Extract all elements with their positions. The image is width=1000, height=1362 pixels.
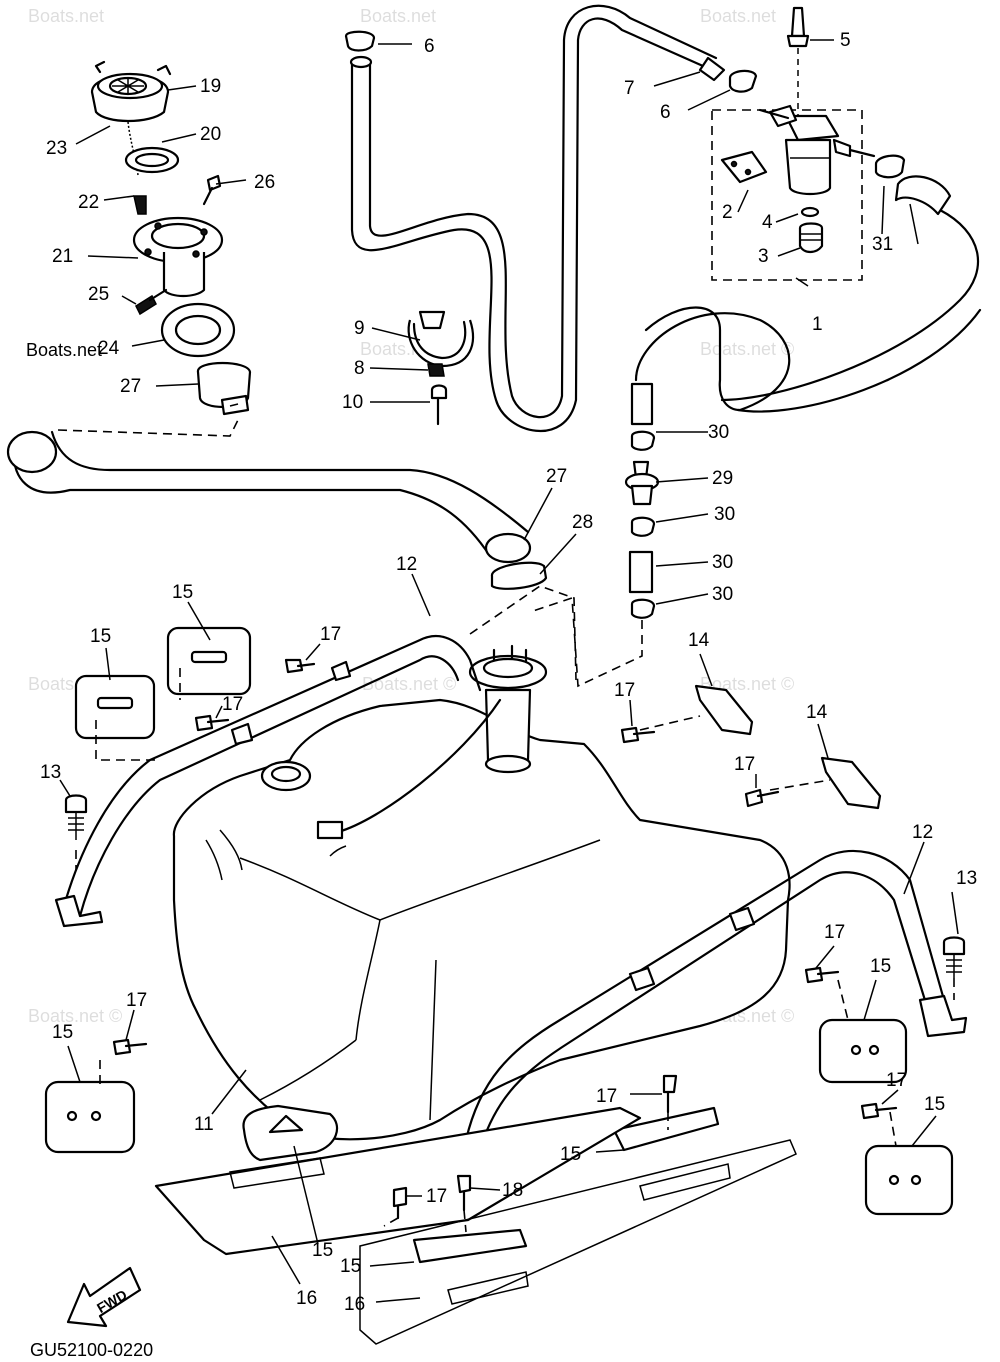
part-label-26: 27 <box>546 466 567 487</box>
watermark: Boats.net <box>28 6 104 26</box>
watermark: Boats.net © <box>700 339 794 359</box>
diagram-code: GU52100-0220 <box>30 1340 153 1360</box>
part-label-7: 7 <box>624 78 635 99</box>
part-label-28: 29 <box>712 468 733 489</box>
watermark: Boats.net © <box>28 1006 122 1026</box>
leader-lines <box>59 39 959 1303</box>
part-label-27: 27 <box>120 376 141 397</box>
part-label-15: 15 <box>924 1094 945 1115</box>
part-label-30: 30 <box>708 422 729 443</box>
part-label-2: 2 <box>722 202 733 223</box>
part-label-4: 4 <box>762 212 773 233</box>
part-label-17: 17 <box>596 1086 617 1107</box>
filler-hose <box>6 419 548 590</box>
part-label-29: 30 <box>712 552 733 573</box>
part-label-3: 3 <box>758 246 769 267</box>
part-label-12: 12 <box>912 822 933 843</box>
watermark-boats-net: Boats.net <box>26 340 102 360</box>
part-label-13: 13 <box>40 762 61 783</box>
part-label-16: 16 <box>344 1294 365 1315</box>
watermark: Boats.net <box>360 6 436 26</box>
part-label-17: 17 <box>126 990 147 1011</box>
part-label-17: 17 <box>734 754 755 775</box>
part-label-15: 15 <box>312 1240 333 1261</box>
strap-clamp-assembly <box>407 310 475 426</box>
rivets <box>112 658 898 1220</box>
part-label-20: 21 <box>52 246 73 267</box>
part-label-30: 30 <box>712 584 733 605</box>
part-label-15: 15 <box>340 1256 361 1277</box>
fwd-arrow: FWD <box>66 1266 142 1328</box>
part-label-6: 6 <box>660 102 671 123</box>
part-label-15: 15 <box>560 1144 581 1165</box>
part-label-15: 15 <box>52 1022 73 1043</box>
part-label-13: 13 <box>956 868 977 889</box>
part-label-9: 9 <box>354 318 365 339</box>
vent-fitting-assembly <box>529 430 660 688</box>
part-label-1: 1 <box>812 314 823 335</box>
part-label-14: 14 <box>806 702 828 723</box>
part-label-17: 17 <box>886 1070 907 1091</box>
part-label-17: 17 <box>426 1186 447 1207</box>
part-label-17: 17 <box>222 694 243 715</box>
part-label-17: 17 <box>320 624 341 645</box>
part-label-6: 6 <box>424 36 435 57</box>
part-label-21: 22 <box>78 192 99 213</box>
part-label-19: 20 <box>200 124 221 145</box>
part-label-30: 31 <box>872 234 893 255</box>
part-label-17: 17 <box>824 922 845 943</box>
part-label-15: 15 <box>90 626 111 647</box>
part-labels: 1 2 3 4 5 6 6 7 8 9 10 11 12 12 13 13 14… <box>40 30 977 1315</box>
part-label-14: 14 <box>688 630 710 651</box>
floor-mats <box>154 1106 797 1345</box>
fuel-filter-assembly <box>711 6 952 281</box>
watermark: Boats.net © <box>362 674 456 694</box>
watermark: Boats.net <box>700 6 776 26</box>
part-label-23: 24 <box>98 338 120 359</box>
part-label-5: 5 <box>840 30 851 51</box>
part-label-11: 11 <box>194 1114 214 1135</box>
part-label-25: 26 <box>254 172 275 193</box>
fuel-line-hoses <box>344 4 982 433</box>
part-label-10: 10 <box>342 392 363 413</box>
part-label-27: 28 <box>572 512 593 533</box>
part-label-22: 23 <box>46 138 67 159</box>
bolts <box>64 794 966 978</box>
part-label-8: 8 <box>354 358 365 379</box>
part-label-30: 30 <box>714 504 735 525</box>
part-label-15: 15 <box>172 582 193 603</box>
part-label-12: 12 <box>396 554 417 575</box>
part-label-15: 15 <box>870 956 891 977</box>
part-label-17: 18 <box>502 1180 523 1201</box>
part-label-24: 25 <box>88 284 109 305</box>
rubber-pads <box>44 626 954 1264</box>
part-label-17: 17 <box>614 680 635 701</box>
part-label-18: 19 <box>200 76 221 97</box>
part-label-16: 16 <box>296 1288 317 1309</box>
fuel-tank <box>172 585 791 1141</box>
filler-cap-assembly <box>90 60 252 416</box>
brackets <box>694 684 882 810</box>
